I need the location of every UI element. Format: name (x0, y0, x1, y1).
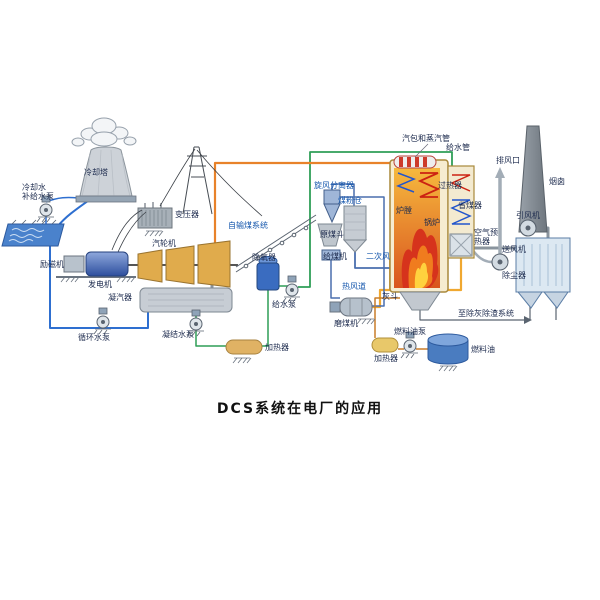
separator-label: 旋风分离器 (314, 181, 354, 190)
ash-hopper-label: 灰斗 (382, 292, 398, 301)
furnace-label: 炉膛 (396, 206, 412, 215)
fuel-oil-pump-label: 燃料油泵 (394, 327, 426, 336)
cooling-tower-shape (75, 146, 137, 203)
coal-conveyor (235, 214, 317, 273)
steam-clouds (71, 117, 137, 147)
id-fan-shape (519, 219, 537, 237)
transformer-label: 变压器 (175, 210, 199, 219)
coal-mill-shape (329, 297, 376, 325)
fuel-heater-label: 加热器 (374, 354, 398, 363)
hot-air-duct-label: 热风道 (342, 282, 366, 291)
exciter-shape (63, 255, 85, 273)
boiler-shape (389, 143, 449, 293)
raw-coal-hopper-label: 原煤斗 (320, 230, 344, 239)
dust-collector-shape (515, 237, 571, 309)
circulating-pump-label: 循环水泵 (78, 333, 110, 342)
feed-pump-shape (282, 275, 301, 303)
deaerator-label: 除氧器 (252, 253, 276, 262)
id-fan-label: 引风机 (516, 211, 540, 220)
condensate-pump-label: 凝结水泵 (162, 330, 194, 339)
raw-coal-hopper-shape (317, 223, 343, 247)
coal-feeder-shape (321, 249, 341, 261)
deaerator-shape (256, 256, 280, 291)
coal-conveying-label: 自输煤系统 (228, 221, 268, 230)
feed-pump-label: 给水泵 (272, 300, 296, 309)
ash-hopper-shape (399, 291, 441, 311)
lp-heater-shape (225, 339, 263, 364)
coal-silo-shape (342, 205, 368, 253)
circulating-pump-shape (93, 307, 112, 335)
condenser-shape (139, 287, 233, 313)
dust-collector-label: 除尘器 (502, 271, 526, 280)
fd-fan-shape (491, 253, 509, 271)
feed-pipe-label: 给水管 (446, 143, 470, 152)
superheater-coil (417, 172, 441, 198)
generator-label: 发电机 (88, 280, 112, 289)
chimney-label: 烟囱 (549, 177, 565, 186)
generator-shape (85, 251, 129, 277)
water-channel (1, 219, 65, 247)
secondary-air-label: 二次风 (366, 252, 390, 261)
fuel-oil-tank-shape (427, 333, 469, 372)
turbine-shape (137, 240, 231, 288)
chimney-shape (518, 125, 548, 233)
air-outlet-label: 排风口 (496, 156, 520, 165)
condenser-label: 凝汽器 (108, 293, 132, 302)
superheater-label: 过热器 (438, 181, 462, 190)
power-wires (111, 148, 263, 253)
coal-feeder-label: 给煤机 (323, 252, 347, 261)
fuel-oil-label: 燃料油 (471, 345, 495, 354)
pipe-lines (45, 151, 557, 350)
flame-inner (414, 262, 429, 288)
transmission-tower (182, 146, 213, 215)
transformer-shape (137, 202, 173, 237)
makeup-pump-label: 冷却水 补给水泵 (22, 183, 54, 201)
backpass-shape (447, 165, 475, 259)
coal-silo-label: 煤粉仓 (338, 196, 362, 205)
drum-steam-pipe-label: 汽包和蒸汽管 (402, 134, 450, 143)
fuel-heater-shape (371, 337, 399, 353)
lp-heater-label: 加热器 (265, 343, 289, 352)
cyclone-separator-shape (323, 189, 341, 224)
economizer-coil (450, 199, 472, 225)
boiler-label: 锅炉 (424, 218, 440, 227)
foundation (56, 276, 136, 283)
diagram-title: DCS系统在电厂的应用 (216, 401, 384, 417)
exciter-label: 励磁机 (40, 260, 64, 269)
cooling-tower-label: 冷却塔 (84, 168, 108, 177)
to-ash-system-label: 至除灰除渣系统 (458, 309, 514, 318)
turbine-label: 汽轮机 (152, 239, 176, 248)
economizer-label: 省煤器 (458, 201, 482, 210)
fd-fan-label: 送风机 (502, 245, 526, 254)
air-preheater-label: 空气预 热器 (474, 228, 498, 246)
coal-mill-label: 磨煤机 (334, 319, 358, 328)
